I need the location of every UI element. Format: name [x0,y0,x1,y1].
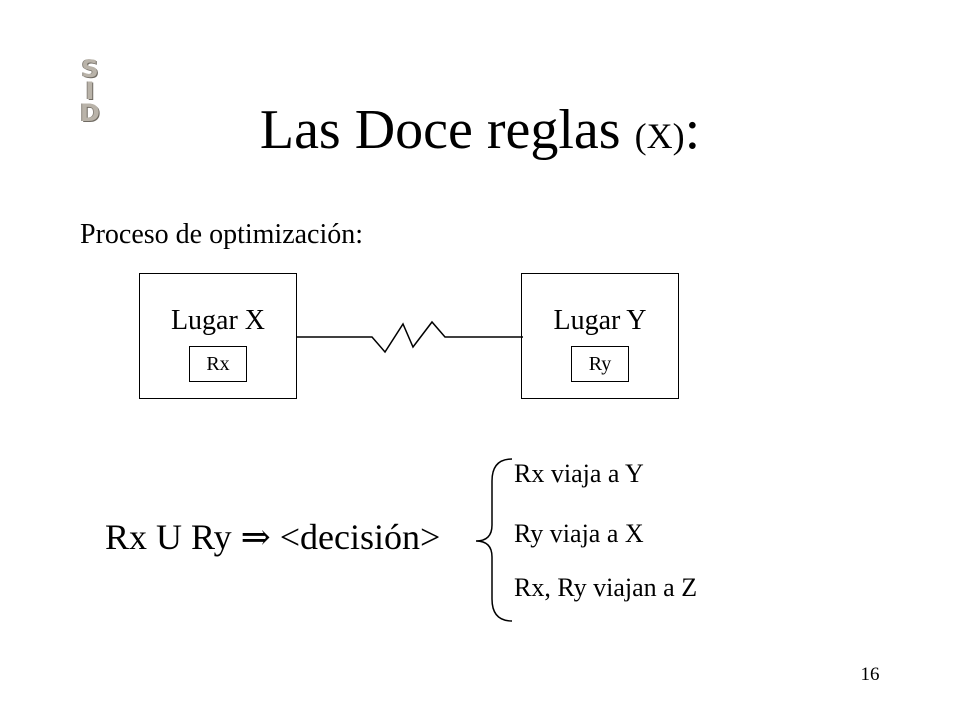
option-item: Rx viaja a Y [514,459,644,488]
node-resource-box: Rx [189,346,247,382]
subtitle: Proceso de optimización: [80,219,364,250]
connection-line [297,320,523,354]
node-lugar-x: Lugar X Rx [139,273,297,399]
brace-path [475,458,513,622]
decision-formula: Rx U Ry ⇒ <decisión> [105,517,441,557]
logo-letter-s: S [81,55,101,83]
node-resource-box: Ry [571,346,629,382]
slide-title: Las Doce reglas (X): [0,98,960,168]
option-item: Ry viaja a X [514,519,644,548]
zigzag-connection [297,320,523,354]
curly-brace-icon [475,458,513,622]
slide-number: 16 [860,664,880,685]
node-label: Lugar X [170,305,266,336]
title-main: Las Doce reglas [259,99,635,161]
title-paren: (X) [634,116,685,156]
logo-letter-i: I [85,77,97,105]
option-item: Rx, Ry viajan a Z [514,573,698,602]
node-label: Lugar Y [553,305,647,336]
title-suffix: : [684,99,701,161]
logo-letter-d: D [80,99,102,127]
sid-logo: S I D [66,55,116,130]
node-lugar-y: Lugar Y Ry [521,273,679,399]
